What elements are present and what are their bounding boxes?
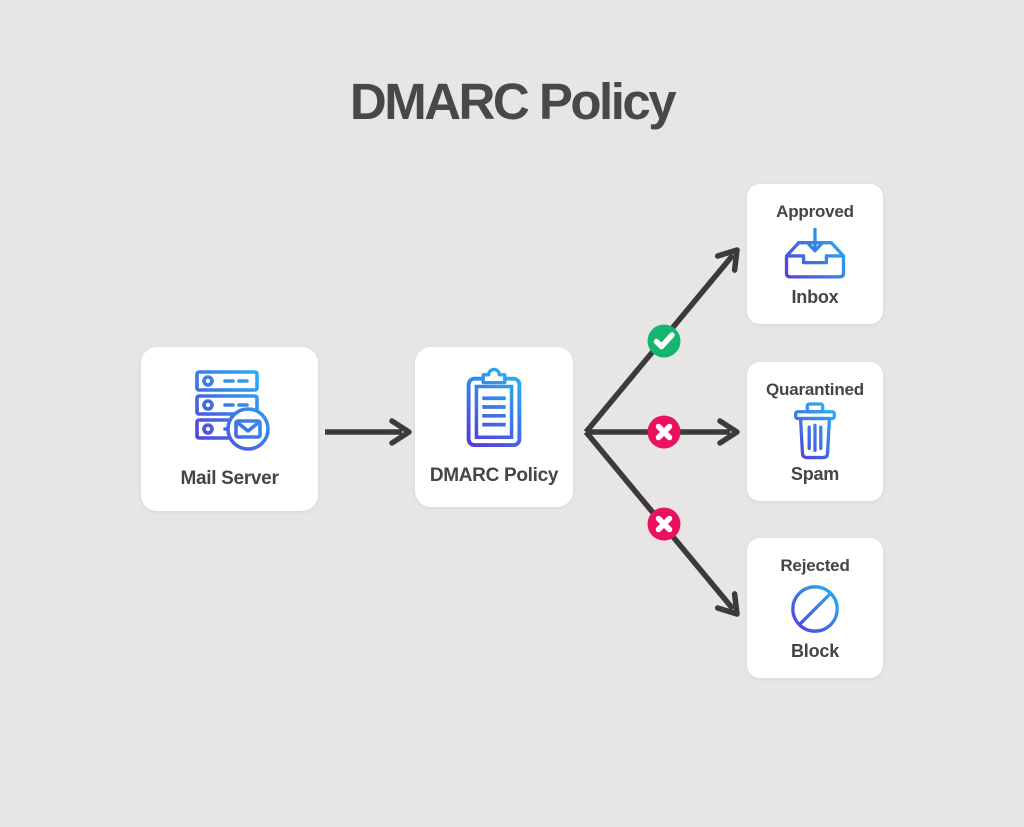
clipboard-icon: [462, 367, 526, 449]
trash-icon: [788, 402, 842, 462]
page-title: DMARC Policy: [349, 73, 677, 130]
mail-server-label: Mail Server: [180, 468, 279, 489]
rejected-card: Rejected Block: [747, 538, 883, 678]
dmarc-policy-card: DMARC Policy: [415, 347, 573, 507]
mail-server-icon: [185, 368, 275, 452]
arrow-mail-to-dmarc: [325, 418, 412, 446]
approved-status-label: Approved: [776, 202, 854, 221]
spam-label: Spam: [790, 464, 840, 484]
mail-server-card: Mail Server: [141, 347, 318, 511]
block-label: Block: [790, 641, 840, 661]
rejected-status-label: Rejected: [780, 556, 850, 575]
x-icon: [655, 515, 673, 533]
inbox-icon: [777, 226, 853, 284]
inbox-label: Inbox: [791, 287, 839, 307]
quarantined-card: Quarantined Spam: [747, 362, 883, 501]
block-icon: [788, 582, 842, 636]
check-badge: [647, 324, 681, 358]
x-badge-block: [647, 507, 681, 541]
check-icon: [653, 332, 675, 350]
quarantined-status-label: Quarantined: [766, 380, 864, 399]
approved-card: Approved Inbox: [747, 184, 883, 324]
dmarc-policy-label: DMARC Policy: [429, 465, 559, 486]
x-badge-spam: [647, 415, 681, 449]
x-icon: [655, 423, 673, 441]
